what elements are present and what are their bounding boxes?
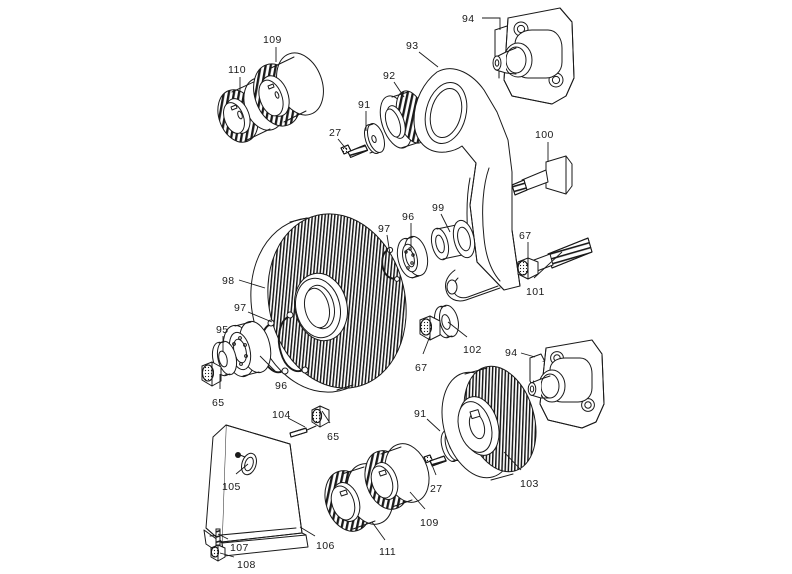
leader-line-111 xyxy=(371,521,386,541)
leader-line-96 xyxy=(259,355,277,373)
callout-label-96: 96 xyxy=(402,211,415,223)
callout-leader-lines xyxy=(217,17,563,558)
part-107-screw xyxy=(215,528,221,546)
part-27-screw-bottom xyxy=(423,454,447,467)
callout-label-111: 111 xyxy=(379,546,397,558)
part-104-set-screw xyxy=(289,425,317,438)
callout-label-104: 104 xyxy=(272,409,291,421)
part-27-cap-screw xyxy=(340,144,369,158)
part-109-gear-bottom xyxy=(364,443,430,510)
callout-label-97: 97 xyxy=(378,223,391,235)
callout-label-65: 65 xyxy=(212,397,225,409)
leader-line-92 xyxy=(393,81,405,98)
callout-label-109: 109 xyxy=(263,34,282,46)
callout-label-96: 96 xyxy=(275,380,288,392)
leader-line-102 xyxy=(447,321,468,338)
leader-line-106 xyxy=(299,526,316,537)
part-96-bearing-right xyxy=(396,235,429,279)
leader-line-98 xyxy=(238,279,266,289)
part-101-stud xyxy=(533,237,593,272)
part-97-ring-right xyxy=(381,246,400,282)
callout-label-27: 27 xyxy=(329,127,342,139)
leader-line-105 xyxy=(235,463,249,475)
part-91-washer xyxy=(363,123,386,154)
leader-line-108 xyxy=(219,552,235,558)
callout-label-110: 110 xyxy=(228,64,246,76)
part-100-shoulder-bolt xyxy=(511,155,573,196)
callout-label-106: 106 xyxy=(316,540,335,552)
part-65-nut-mid xyxy=(311,405,330,428)
part-upper-housing xyxy=(492,7,575,105)
callout-label-105: 105 xyxy=(222,481,241,493)
callout-label-97: 97 xyxy=(234,302,247,314)
callout-label-99: 99 xyxy=(432,202,445,214)
part-108-nut xyxy=(210,544,226,562)
leader-line-93 xyxy=(418,51,439,68)
callout-label-67: 67 xyxy=(519,230,532,242)
callout-label-95: 95 xyxy=(216,324,229,336)
callout-label-102: 102 xyxy=(463,344,482,356)
part-67-nut-upper xyxy=(517,257,539,280)
leader-line-94 xyxy=(482,17,501,30)
callout-label-67: 67 xyxy=(415,362,428,374)
leader-line-94 xyxy=(520,352,536,358)
callout-label-91: 91 xyxy=(358,99,371,111)
callout-label-101: 101 xyxy=(526,286,545,298)
callout-label-103: 103 xyxy=(520,478,539,490)
callout-label-92: 92 xyxy=(383,70,396,82)
leader-line-109 xyxy=(409,491,426,510)
leader-line-97 xyxy=(247,311,273,323)
callout-label-93: 93 xyxy=(406,40,419,52)
part-102-washer xyxy=(434,304,459,339)
leader-line-99 xyxy=(440,213,451,233)
leader-line-27 xyxy=(337,138,348,151)
leader-line-67 xyxy=(422,335,431,355)
leader-line-65 xyxy=(321,410,331,424)
leader-line-104 xyxy=(287,417,306,428)
callout-label-65: 65 xyxy=(327,431,340,443)
callout-label-100: 100 xyxy=(535,129,554,141)
callout-label-91: 91 xyxy=(414,408,427,420)
callout-label-98: 98 xyxy=(222,275,235,287)
leader-line-91 xyxy=(426,418,441,432)
callout-label-108: 108 xyxy=(237,559,256,571)
part-65-nut-left xyxy=(201,361,222,387)
callout-label-109: 109 xyxy=(420,517,439,529)
callout-label-94: 94 xyxy=(505,347,518,359)
callout-label-107: 107 xyxy=(230,542,249,554)
part-99-bushing xyxy=(430,219,476,261)
leader-line-101 xyxy=(533,251,563,279)
part-lower-housing xyxy=(527,339,605,429)
leader-line-27 xyxy=(429,459,437,476)
leader-line-103 xyxy=(503,451,522,471)
leader-line-107 xyxy=(217,533,229,540)
part-67-nut-mid xyxy=(419,315,441,341)
part-93-swing-arm xyxy=(413,68,521,302)
part-109-gear xyxy=(253,52,324,127)
callout-label-27: 27 xyxy=(430,483,443,495)
part-103-gear xyxy=(441,365,537,481)
part-98-main-gear xyxy=(250,213,407,393)
leader-line-97 xyxy=(386,234,391,255)
callout-label-94: 94 xyxy=(462,13,475,25)
